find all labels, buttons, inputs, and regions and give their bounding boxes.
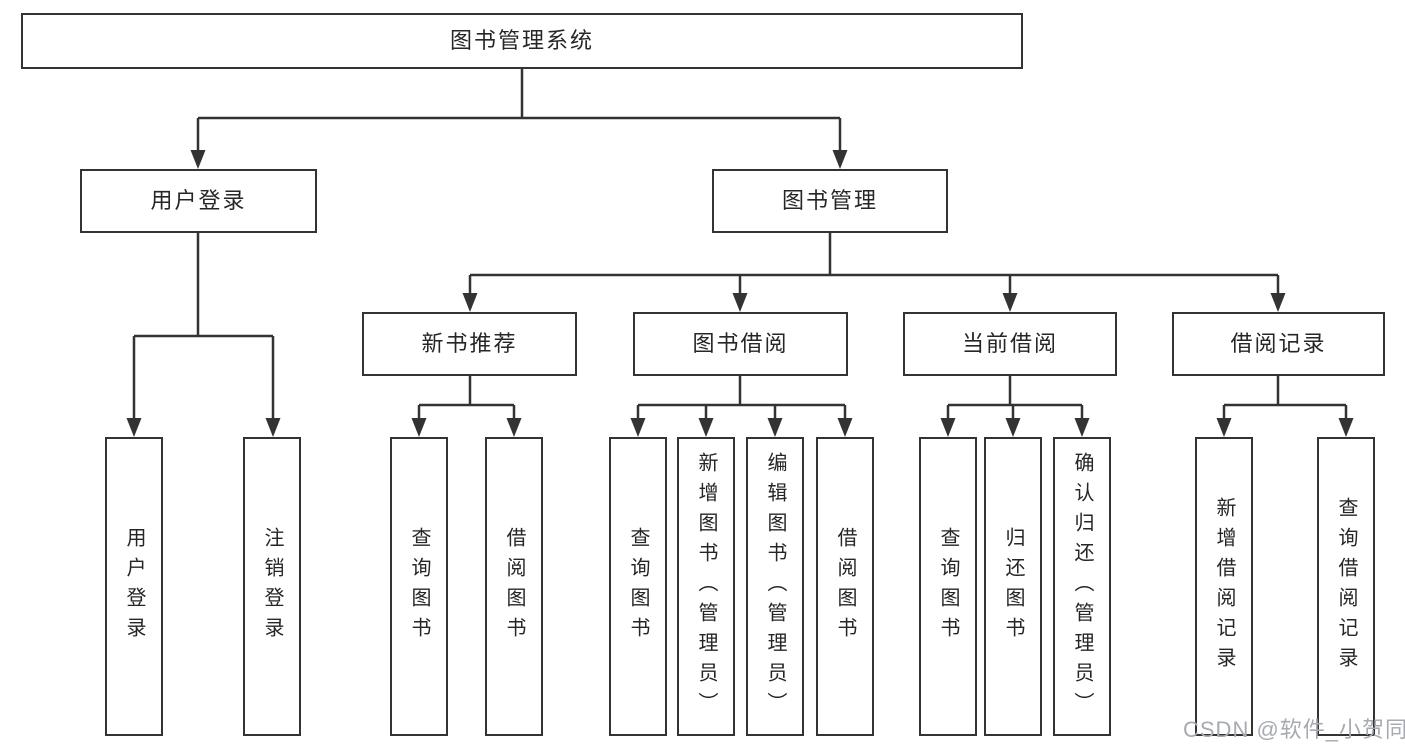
arrowhead — [126, 418, 142, 437]
arrowhead — [767, 418, 783, 437]
leaf-label: 查询图书 — [937, 526, 959, 647]
node-current-borrowing: 当前借阅 — [903, 312, 1117, 376]
connector-line — [196, 69, 842, 152]
leaf-label: 确认归还（管理员） — [1071, 451, 1093, 722]
arrowhead — [837, 418, 853, 437]
connector-line — [132, 233, 275, 420]
arrowhead — [506, 418, 522, 437]
node-label: 用户登录 — [150, 188, 247, 213]
leaf-add-book-admin: 新增图书（管理员） — [677, 437, 735, 736]
connector-line — [1222, 376, 1348, 420]
node-label: 图书管理 — [781, 188, 878, 213]
leaf-label: 编辑图书（管理员） — [764, 451, 786, 722]
node-new-book-recommendation: 新书推荐 — [362, 312, 577, 376]
leaf-label: 用户登录 — [123, 526, 145, 647]
connector-root — [190, 69, 848, 169]
leaf-label: 借阅图书 — [503, 526, 525, 647]
node-label: 当前借阅 — [961, 331, 1058, 356]
watermark: CSDN @软件_小贺同学 — [1183, 717, 1405, 742]
arrowhead — [190, 150, 206, 169]
node-user-login: 用户登录 — [80, 169, 317, 233]
connector-user-login — [126, 233, 281, 437]
arrowhead — [265, 418, 281, 437]
connector-new-book-recommendation — [411, 376, 522, 437]
arrowhead — [1002, 293, 1018, 312]
connector-borrowing-records — [1216, 376, 1354, 437]
node-label: 图书借阅 — [692, 331, 789, 356]
node-library-management-system: 图书管理系统 — [21, 13, 1023, 69]
leaf-query-books-recommend: 查询图书 — [390, 437, 448, 736]
node-book-management: 图书管理 — [712, 169, 948, 233]
leaf-label: 借阅图书 — [834, 526, 856, 647]
connector-line — [417, 376, 516, 420]
node-label: 借阅记录 — [1230, 331, 1327, 356]
leaf-confirm-return-admin: 确认归还（管理员） — [1053, 437, 1111, 736]
leaf-label: 查询借阅记录 — [1335, 496, 1357, 677]
leaf-user-login: 用户登录 — [105, 437, 163, 736]
connector-line — [636, 376, 847, 420]
arrowhead — [462, 293, 478, 312]
connector-book-management — [462, 233, 1286, 312]
arrowhead — [1216, 418, 1232, 437]
leaf-add-borrow-record: 新增借阅记录 — [1195, 437, 1253, 736]
leaf-query-borrow-record: 查询借阅记录 — [1317, 437, 1375, 736]
arrowhead — [732, 293, 748, 312]
arrowhead — [630, 418, 646, 437]
connector-current-borrowing — [940, 376, 1090, 437]
leaf-return-books: 归还图书 — [984, 437, 1042, 736]
leaf-label: 查询图书 — [408, 526, 430, 647]
node-book-borrowing: 图书借阅 — [633, 312, 848, 376]
arrowhead — [940, 418, 956, 437]
node-label: 新书推荐 — [421, 331, 518, 356]
arrowhead — [1074, 418, 1090, 437]
leaf-logout-login: 注销登录 — [243, 437, 301, 736]
leaf-borrow-books-recommend: 借阅图书 — [485, 437, 543, 736]
leaf-label: 新增图书（管理员） — [695, 451, 717, 722]
leaf-label: 注销登录 — [261, 526, 283, 647]
leaf-label: 归还图书 — [1002, 526, 1024, 647]
leaf-query-books-borrowing: 查询图书 — [609, 437, 667, 736]
arrowhead — [411, 418, 427, 437]
arrowhead — [1005, 418, 1021, 437]
arrowhead — [698, 418, 714, 437]
node-borrowing-records: 借阅记录 — [1172, 312, 1385, 376]
connector-line — [946, 376, 1084, 420]
arrowhead — [832, 150, 848, 169]
connector-line — [468, 233, 1280, 295]
connector-book-borrowing — [630, 376, 853, 437]
leaf-borrow-books-borrowing: 借阅图书 — [816, 437, 874, 736]
arrowhead — [1270, 293, 1286, 312]
leaf-edit-book-admin: 编辑图书（管理员） — [746, 437, 804, 736]
leaf-label: 新增借阅记录 — [1213, 496, 1235, 677]
leaf-label: 查询图书 — [627, 526, 649, 647]
arrowhead — [1338, 418, 1354, 437]
leaf-query-books-current: 查询图书 — [919, 437, 977, 736]
node-label: 图书管理系统 — [449, 28, 594, 53]
